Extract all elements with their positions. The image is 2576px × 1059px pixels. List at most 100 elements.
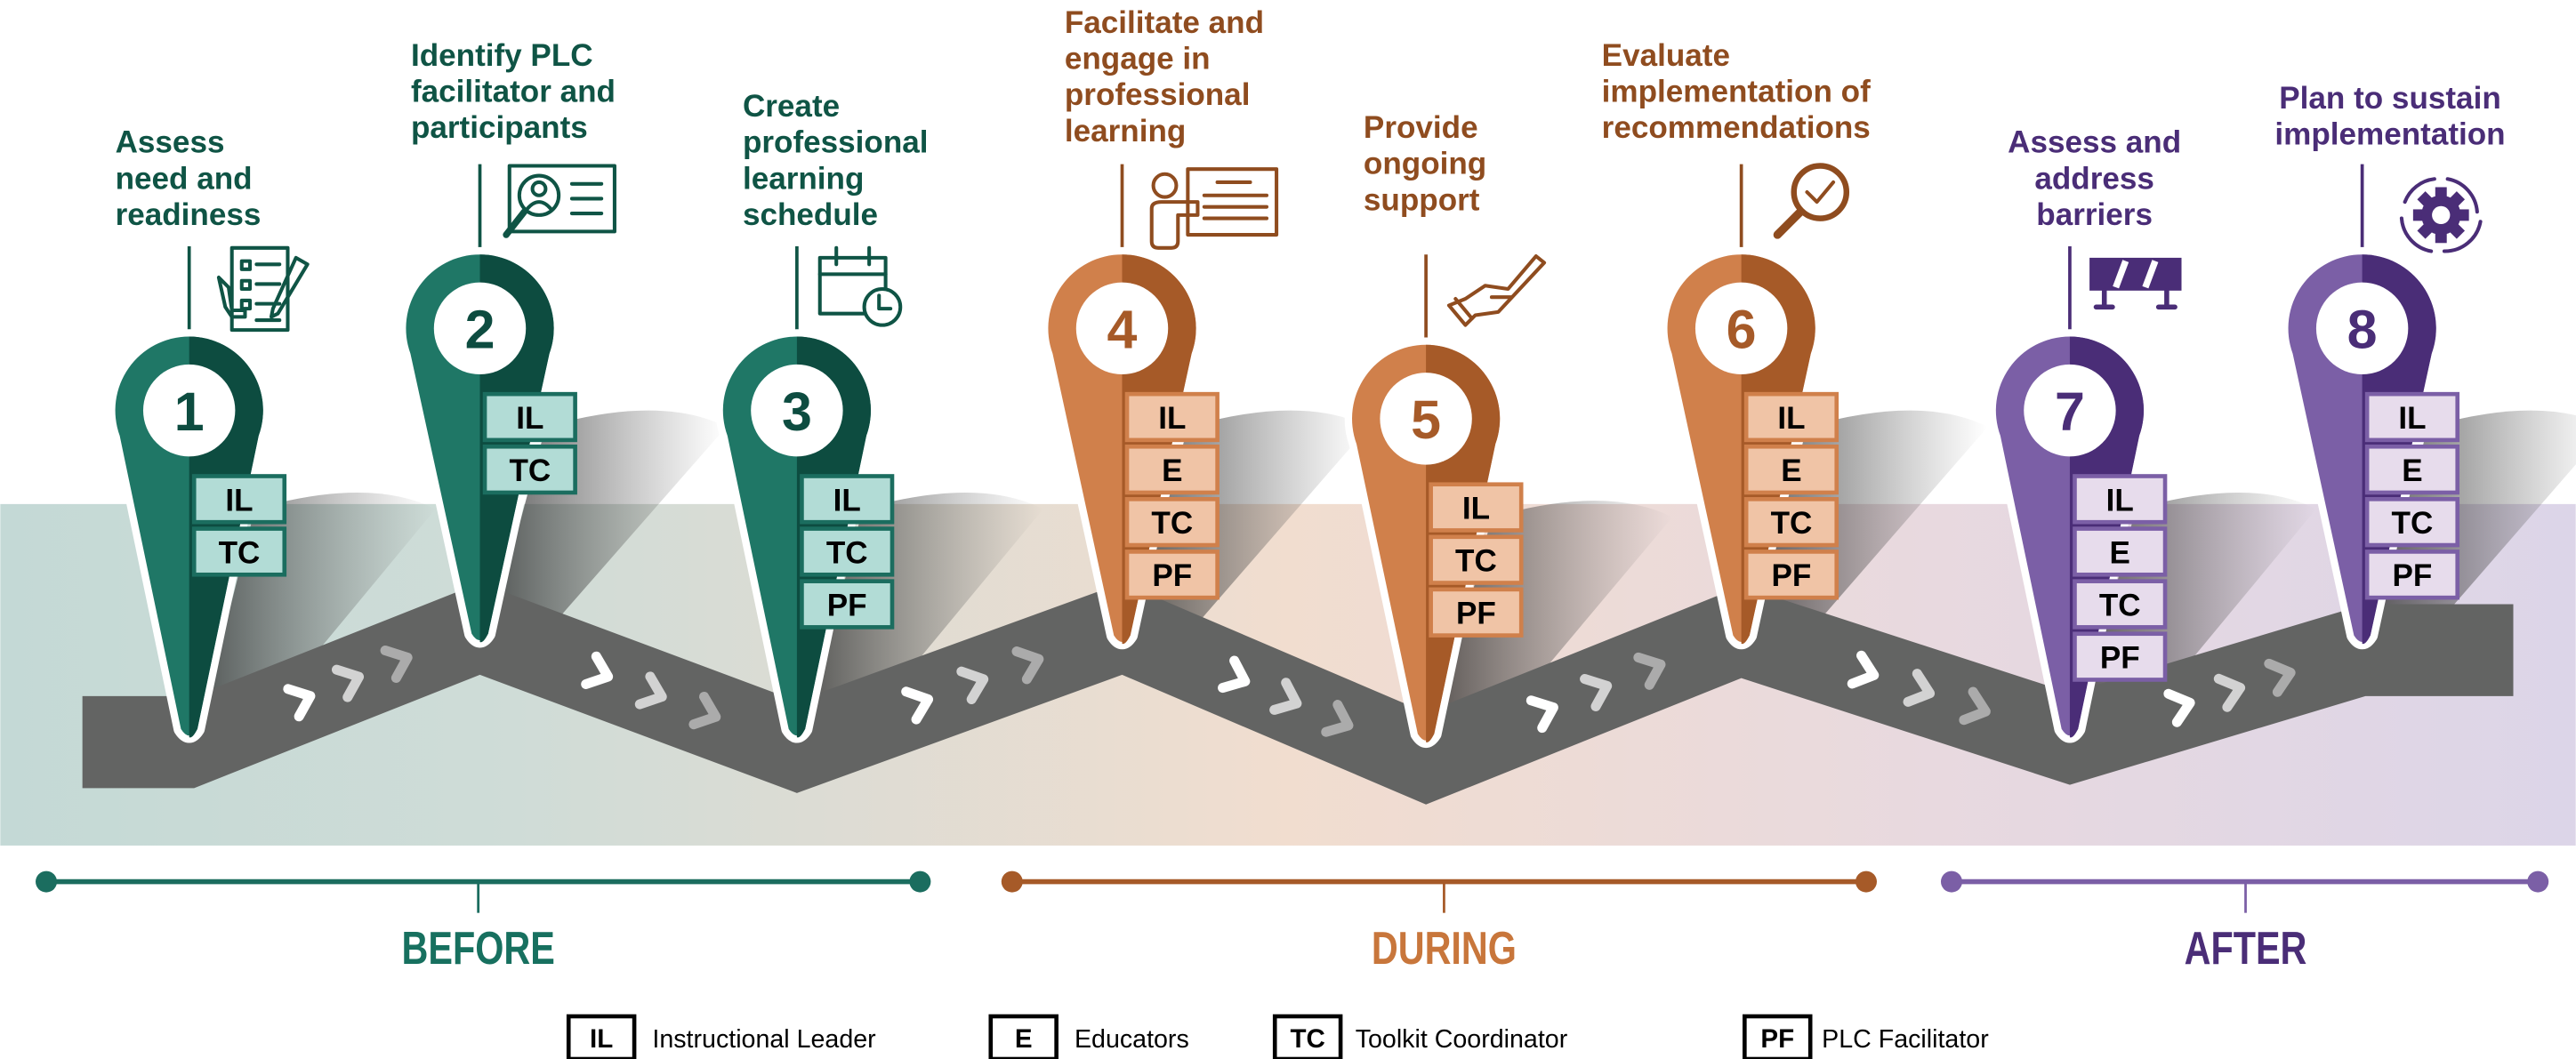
- phase-start-dot: [1001, 870, 1023, 893]
- legend-code-box: [988, 1014, 1059, 1059]
- role-tag-label: IL: [516, 401, 543, 436]
- role-tag-label: TC: [1455, 544, 1497, 579]
- chevron-arrow-icon: [1847, 650, 1880, 689]
- legend-code: E: [1015, 1024, 1033, 1054]
- phase-start-dot: [36, 870, 58, 893]
- step-title-line: facilitator and: [411, 74, 616, 108]
- legend-code-box: [566, 1014, 637, 1059]
- helping-hand-icon-part: [1453, 297, 1474, 321]
- role-tag-label: TC: [1151, 506, 1193, 541]
- id-card-search-icon-part: [526, 200, 552, 211]
- calendar-clock-icon-part: [834, 245, 872, 267]
- step-number: 4: [1107, 299, 1138, 359]
- chevron-arrow-icon: [331, 664, 365, 702]
- role-tag: [1124, 550, 1220, 600]
- magnifier-lens: [517, 173, 561, 217]
- presenter-head: [1151, 172, 1179, 199]
- phase-label: AFTER: [2185, 923, 2307, 974]
- chevron-arrow-icon: [2213, 673, 2246, 712]
- helping-hand-icon: [1446, 254, 1547, 327]
- phase-during: DURING: [1001, 870, 1877, 974]
- role-tag-label: PF: [1152, 558, 1192, 593]
- role-tag-label: E: [1162, 453, 1182, 488]
- legend-code-box: [1272, 1014, 1343, 1059]
- gear: [2412, 187, 2469, 244]
- helping-hand-icon-part: [1446, 254, 1547, 327]
- role-tag-label: PF: [2100, 641, 2140, 676]
- chevron-arrow-icon: [283, 684, 316, 722]
- step-title-line: need and: [116, 161, 253, 196]
- chevron-arrow-icon: [2163, 688, 2195, 727]
- magnifier-lens: [1791, 163, 1850, 221]
- chevron-arrow-icon: [688, 691, 721, 730]
- role-tag: [482, 391, 577, 443]
- role-tag-label: PF: [1772, 558, 1812, 593]
- step-number: 3: [782, 381, 812, 442]
- checklist-icon: [216, 245, 310, 333]
- chevron-arrow-icon: [1580, 674, 1613, 711]
- step-number-circle: [1380, 373, 1472, 465]
- step-title-line: engage in: [1065, 42, 1211, 76]
- chevron-arrow-icon: [1633, 652, 1666, 690]
- barrier-icon-part: [2093, 288, 2178, 310]
- legend-label: Instructional Leader: [652, 1025, 876, 1054]
- role-tag-label: TC: [509, 453, 551, 488]
- role-tag: [1743, 444, 1839, 495]
- step-title-line: support: [1364, 182, 1480, 217]
- barrier-icon-part: [2113, 260, 2159, 289]
- legend-code-box: [1743, 1014, 1813, 1059]
- checklist-icon-part: [216, 276, 247, 319]
- step-title-line: schedule: [743, 197, 878, 232]
- id-card-search-icon-part: [569, 181, 604, 216]
- presenter-icon: [1149, 167, 1279, 250]
- presenter-icon-part: [1202, 180, 1269, 221]
- step-title-line: Facilitate and: [1065, 5, 1264, 40]
- role-tag: [1124, 444, 1220, 495]
- role-tag-label: TC: [2099, 588, 2141, 622]
- gear-cycle-icon-part: [2399, 216, 2434, 253]
- step-number: 7: [2055, 381, 2085, 442]
- role-tag-label: IL: [833, 483, 861, 517]
- role-tag-label: PF: [1456, 597, 1496, 631]
- id-card-search-icon: [503, 164, 616, 238]
- role-tag-label: TC: [1771, 506, 1813, 541]
- role-tag-label: PF: [827, 588, 867, 622]
- role-tag: [800, 474, 895, 525]
- step-3: Createprofessionallearningschedule3ILTCP…: [715, 89, 929, 743]
- gear-cycle-icon-part: [2442, 220, 2483, 253]
- magnifier-check-icon-part: [1805, 180, 1836, 205]
- chevron-arrow-icon: [1321, 700, 1354, 737]
- barrier-icon: [2089, 257, 2182, 310]
- role-tag: [2364, 550, 2460, 600]
- chevron-arrow-icon: [1903, 669, 1936, 707]
- step-number-circle: [2315, 282, 2409, 375]
- phase-after: AFTER: [1940, 870, 2549, 974]
- role-tag-label: IL: [2398, 401, 2426, 436]
- gear-cycle-icon-part: [2445, 177, 2479, 214]
- role-tag: [2073, 474, 2168, 525]
- step-number: 1: [174, 381, 205, 442]
- role-tag-label: TC: [2392, 506, 2434, 541]
- checklist-icon-part: [269, 255, 310, 319]
- role-tag: [1124, 497, 1220, 548]
- step-title-line: professional: [743, 125, 929, 160]
- road-chevrons: [283, 645, 2296, 737]
- step-title-line: recommendations: [1602, 110, 1871, 145]
- magnifier-check-icon: [1773, 163, 1850, 239]
- step-title-line: professional: [1065, 77, 1251, 112]
- step-title-line: implementation: [2274, 116, 2505, 151]
- chevron-arrow-icon: [1269, 678, 1302, 715]
- role-tag: [1743, 497, 1839, 548]
- chevron-arrow-icon: [1525, 695, 1558, 734]
- role-tag: [191, 474, 287, 525]
- role-tag: [800, 579, 895, 630]
- role-tag-label: IL: [1158, 401, 1186, 436]
- barrier-board: [2089, 257, 2182, 291]
- role-tag: [2364, 444, 2460, 495]
